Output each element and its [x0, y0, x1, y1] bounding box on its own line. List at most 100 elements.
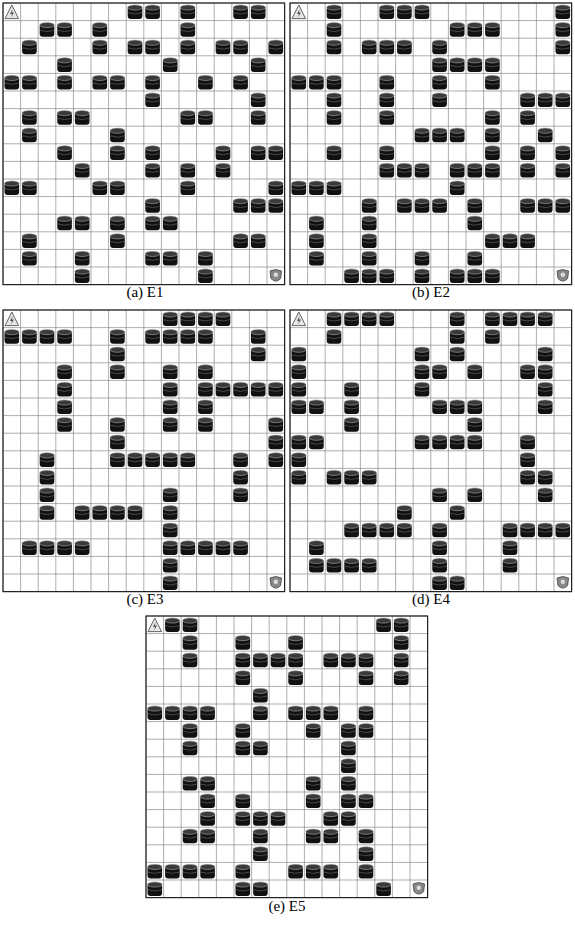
barrel-band: [503, 320, 517, 321]
obstacle-barrel: [163, 506, 178, 520]
barrel-band: [394, 678, 408, 679]
obstacle-barrel: [485, 312, 500, 326]
obstacle-barrel: [75, 111, 90, 125]
obstacle-barrel: [306, 776, 321, 790]
barrel-top: [450, 576, 465, 581]
barrel-band: [234, 478, 248, 479]
barrel-band: [251, 390, 265, 391]
barrel-band: [93, 513, 107, 514]
barrel-band: [163, 425, 177, 426]
barrel-band: [433, 372, 447, 373]
obstacle-barrel: [327, 146, 342, 160]
obstacle-barrel: [341, 653, 356, 667]
obstacle-barrel: [362, 269, 377, 283]
barrel-band: [146, 153, 160, 154]
grid-border: [146, 616, 428, 898]
barrel-band: [163, 548, 177, 549]
barrel-band: [111, 355, 125, 356]
obstacle-barrel: [253, 882, 268, 896]
barrel-band: [163, 496, 177, 497]
barrel-top: [415, 128, 430, 133]
barrel-top: [251, 111, 266, 116]
barrel-band: [254, 749, 268, 750]
barrel-band: [292, 390, 306, 391]
obstacle-barrel: [288, 706, 303, 720]
obstacle-barrel: [110, 128, 125, 142]
barrel-top: [198, 111, 213, 116]
panel-caption-box: (c) E3: [126, 591, 163, 608]
obstacle-barrel: [163, 58, 178, 72]
barrel-top: [556, 5, 571, 10]
barrel-top: [75, 269, 90, 274]
barrel-band: [181, 548, 195, 549]
obstacle-barrel: [110, 146, 125, 160]
barrel-top: [341, 759, 356, 764]
obstacle-barrel: [253, 688, 268, 702]
barrel-top: [520, 234, 535, 239]
barrel-top: [236, 671, 251, 676]
barrel-band: [433, 48, 447, 49]
barrel-top: [556, 23, 571, 28]
obstacle-barrel: [183, 776, 198, 790]
obstacle-barrel: [292, 75, 307, 89]
barrel-top: [110, 330, 125, 335]
barrel-top: [327, 181, 342, 186]
obstacle-barrel: [327, 5, 342, 19]
barrel-band: [359, 714, 373, 715]
obstacle-barrel: [415, 365, 430, 379]
barrel-top: [362, 251, 377, 256]
barrel-band: [538, 531, 552, 532]
barrel-top: [145, 163, 160, 168]
barrel-band: [199, 118, 213, 119]
obstacle-barrel: [432, 558, 447, 572]
barrel-top: [503, 312, 518, 317]
obstacle-barrel: [145, 40, 160, 54]
grid-line: [3, 249, 285, 250]
barrel-band: [521, 320, 535, 321]
barrel-top: [359, 671, 374, 676]
start-icon: [148, 618, 162, 632]
barrel-top: [163, 418, 178, 423]
barrel-top: [233, 199, 248, 204]
obstacle-barrel: [468, 58, 483, 72]
barrel-band: [310, 189, 324, 190]
obstacle-barrel: [468, 216, 483, 230]
barrel-band: [362, 259, 376, 260]
barrel-band: [254, 714, 268, 715]
obstacle-barrel: [341, 794, 356, 808]
barrel-band: [538, 355, 552, 356]
obstacle-barrel: [362, 251, 377, 265]
barrel-top: [251, 58, 266, 63]
barrel-top: [432, 58, 447, 63]
obstacle-barrel: [309, 216, 324, 230]
barrel-band: [468, 277, 482, 278]
barrel-top: [128, 506, 143, 511]
obstacle-barrel: [200, 776, 215, 790]
barrel-band: [254, 854, 268, 855]
barrel-band: [450, 30, 464, 31]
barrel-top: [380, 146, 395, 151]
barrel-band: [146, 48, 160, 49]
obstacle-barrel: [110, 453, 125, 467]
barrel-top: [556, 93, 571, 98]
grid-line: [290, 327, 572, 328]
obstacle-barrel: [415, 128, 430, 142]
grid-line: [3, 214, 285, 215]
obstacle-barrel: [359, 653, 374, 667]
barrel-band: [181, 48, 195, 49]
obstacle-barrel: [233, 488, 248, 502]
barrel-top: [57, 330, 72, 335]
barrel-top: [163, 558, 178, 563]
obstacle-barrel: [538, 523, 553, 537]
obstacle-barrel: [183, 653, 198, 667]
grid-line: [290, 345, 572, 346]
barrel-top: [306, 864, 321, 869]
obstacle-barrel: [324, 812, 339, 826]
barrel-band: [254, 661, 268, 662]
barrel-top: [200, 864, 215, 869]
grid-line: [146, 827, 428, 828]
barrel-band: [398, 513, 412, 514]
barrel-band: [181, 30, 195, 31]
barrel-top: [468, 400, 483, 405]
obstacle-barrel: [163, 523, 178, 537]
